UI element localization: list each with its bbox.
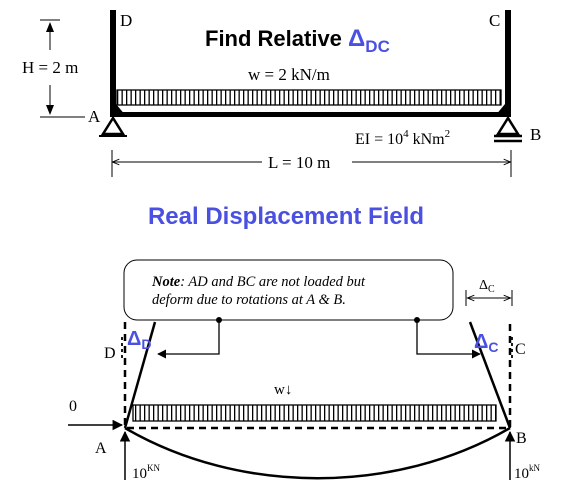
deflected-beam <box>124 426 511 480</box>
displacement-field-diagram: Note: AD and BC are not loaded but defor… <box>68 259 541 482</box>
length-label: L = 10 m <box>268 153 330 172</box>
top-frame-diagram: H = 2 m L = 10 m D C A B w = 2 kN/m EI =… <box>22 10 541 177</box>
column-BC <box>505 10 511 116</box>
note-box <box>123 259 454 321</box>
distributed-load-bottom <box>132 404 497 422</box>
length-dimension <box>112 150 511 177</box>
deflected-column-BC <box>468 321 512 429</box>
node-label-B: B <box>530 125 541 144</box>
column-AD <box>110 10 116 116</box>
load-label: w = 2 kN/m <box>248 65 330 84</box>
delta-C-label: ΔC <box>474 331 499 355</box>
delta-C-dimension-label: ΔC <box>479 278 495 295</box>
node-label-A-bottom: A <box>95 440 107 457</box>
beam-AB <box>110 112 511 117</box>
roller-support-B <box>494 115 522 143</box>
reaction-label-B: 10kN <box>514 463 541 482</box>
original-shape-dashed <box>123 322 512 430</box>
distributed-load <box>116 89 502 106</box>
height-label: H = 2 m <box>22 58 78 77</box>
note-pointer-right <box>416 320 481 359</box>
node-label-C: C <box>489 11 500 30</box>
pin-support-A <box>99 115 127 137</box>
horizontal-reaction-label: 0 <box>69 398 77 415</box>
node-label-D-bottom: D <box>104 345 116 362</box>
node-label-B-bottom: B <box>516 430 527 447</box>
deflected-column-AD <box>123 321 157 429</box>
note-text-line1: Note: AD and BC are not loaded but <box>151 274 366 290</box>
section-title: Real Displacement Field <box>148 203 424 230</box>
note-pointer-left <box>157 320 220 359</box>
note-text-line2: deform due to rotations at A & B. <box>152 292 346 308</box>
delta-C-dimension <box>465 290 513 306</box>
node-label-D: D <box>120 11 132 30</box>
load-label-bottom: w↓ <box>274 382 292 398</box>
title-delta-symbol: Δ <box>348 25 365 52</box>
node-label-C-bottom: C <box>515 341 526 358</box>
node-label-A: A <box>88 107 101 126</box>
ei-label: EI = 104 kNm2 <box>355 128 450 148</box>
reaction-label-A: 10KN <box>132 463 160 482</box>
page-title: Find Relative ΔDC <box>205 25 390 56</box>
height-dimension <box>40 19 85 118</box>
delta-D-label: ΔD <box>127 328 152 352</box>
